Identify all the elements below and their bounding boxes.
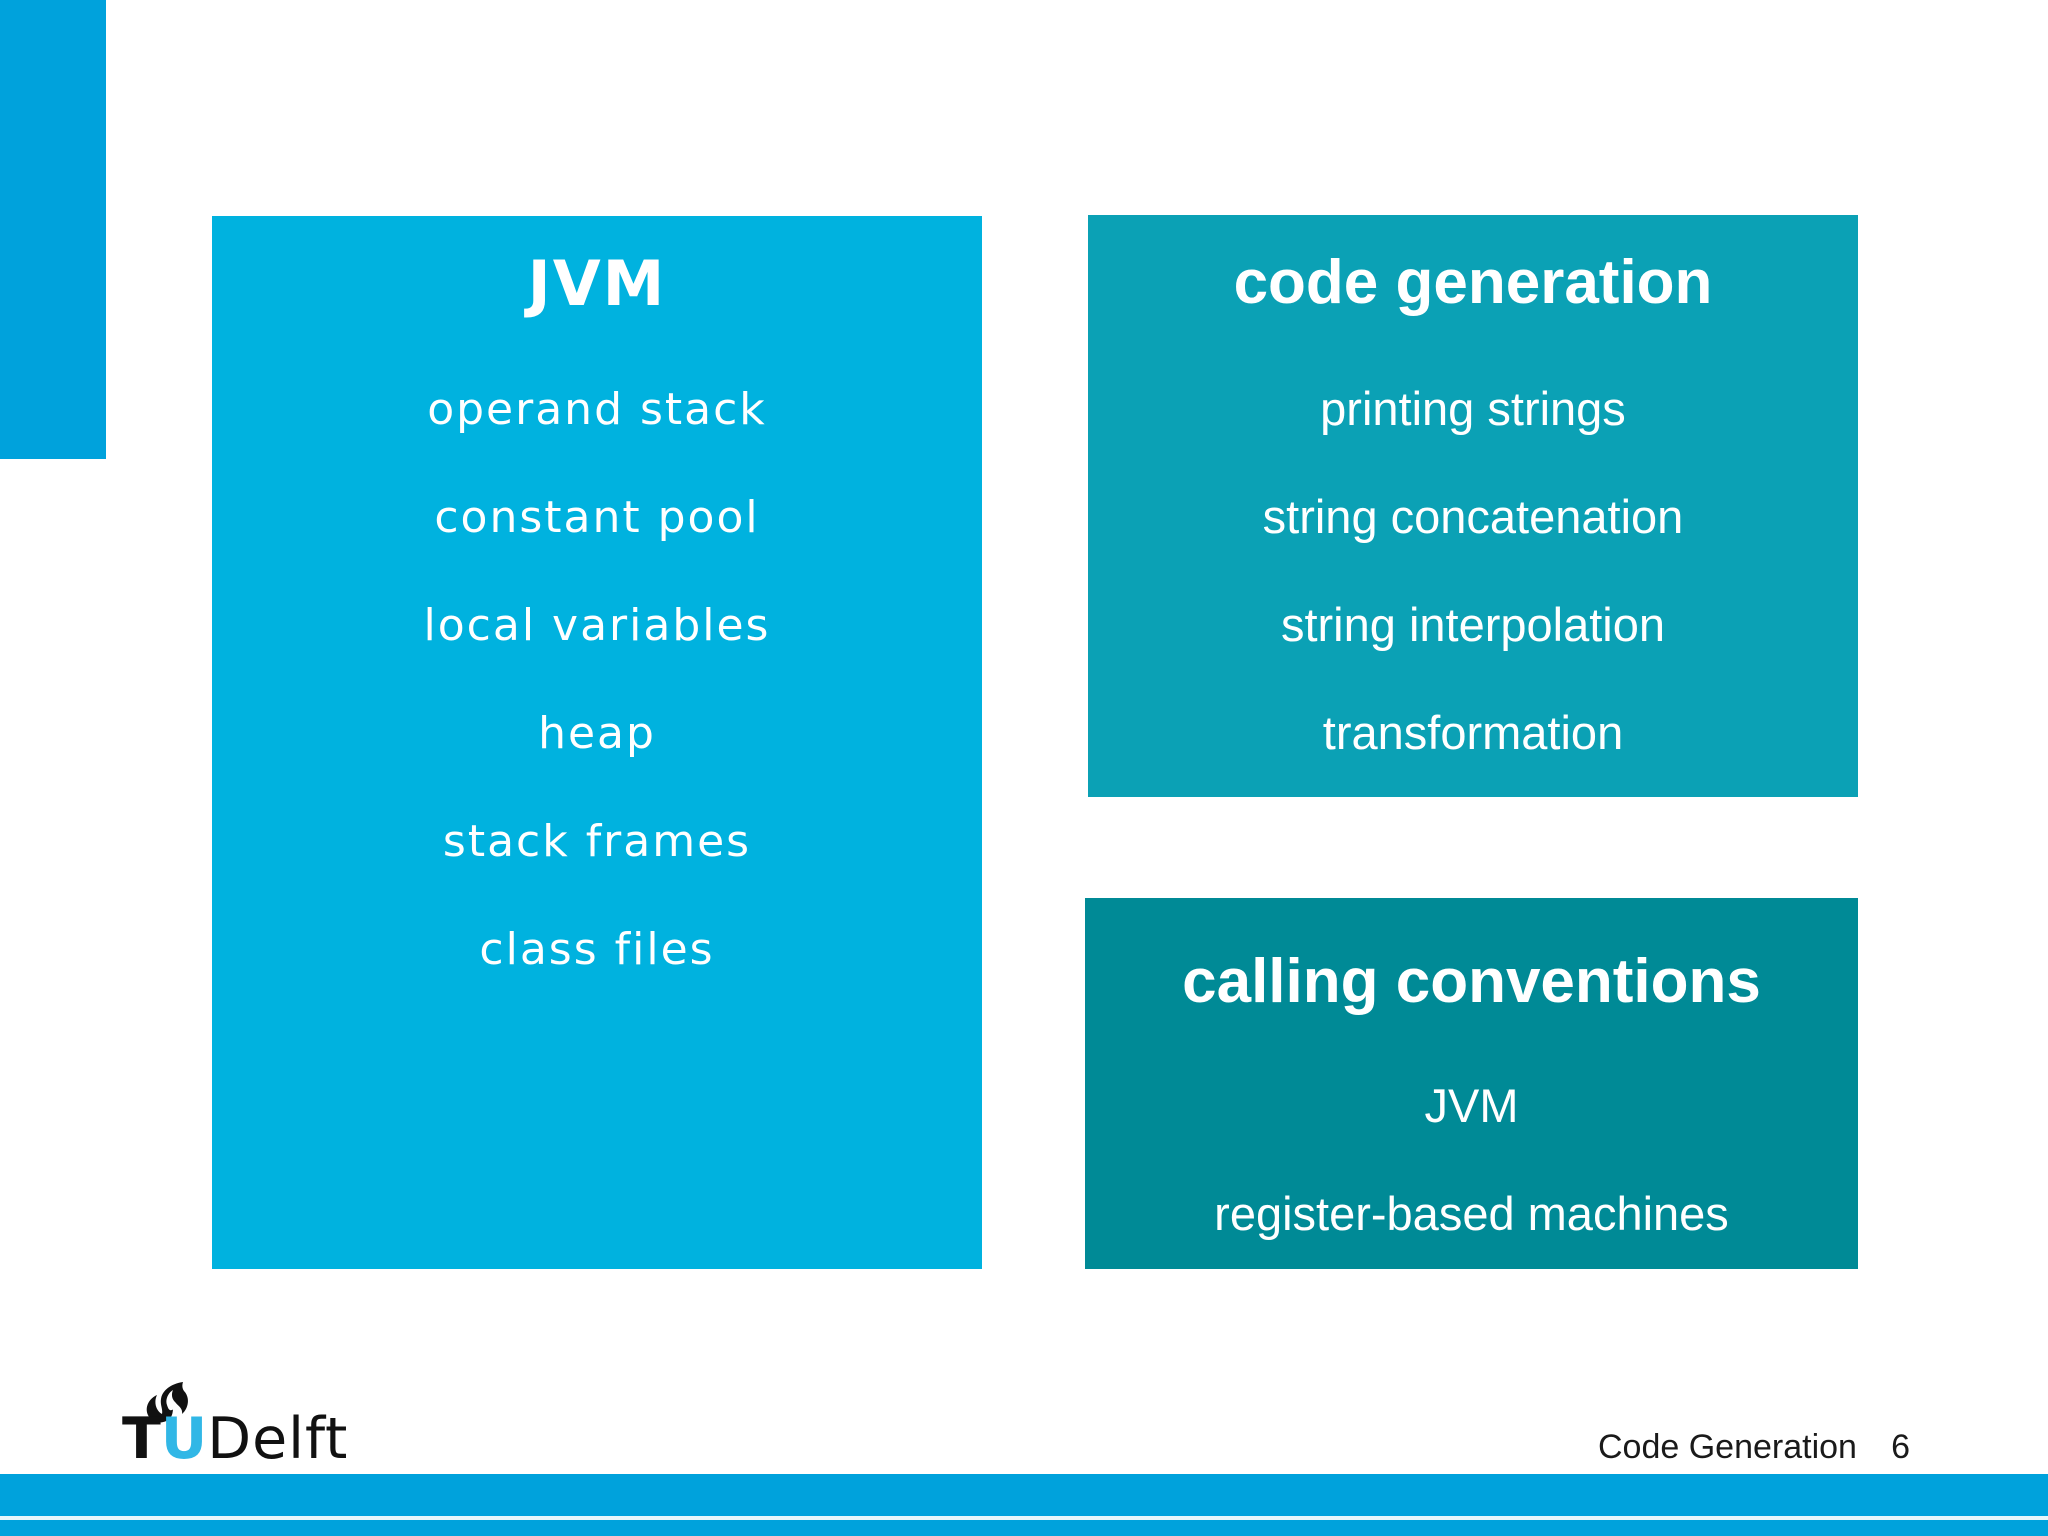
box-item: heap (538, 708, 656, 759)
code-generation-box-title: code generation (1233, 248, 1713, 317)
box-item: string interpolation (1280, 598, 1666, 651)
box-item: local variables (423, 600, 771, 651)
calling-conventions-box-title: calling conventions (1182, 947, 1761, 1016)
calling-conventions-box: calling conventions JVM register-based ma… (1085, 898, 1858, 1269)
box-item: transformation (1322, 706, 1624, 759)
box-item: JVM (1424, 1079, 1519, 1132)
page-number: 6 (1891, 1428, 1910, 1466)
box-item: string concatenation (1262, 490, 1684, 543)
box-item: printing strings (1320, 382, 1626, 435)
tudelft-logo-text: TUDelft (122, 1411, 348, 1468)
box-item: operand stack (427, 384, 767, 435)
jvm-box-title: JVM (527, 247, 667, 320)
box-item: stack frames (442, 816, 752, 867)
logo-wordmark: Delft (207, 1406, 349, 1472)
left-accent-bar (0, 0, 106, 459)
jvm-box-items: operand stack constant pool local variable… (212, 356, 982, 1004)
calling-conventions-box-items: JVM register-based machines (1085, 1052, 1858, 1268)
box-item: register-based machines (1214, 1187, 1729, 1240)
logo-letter-t: T (122, 1406, 161, 1472)
code-generation-box: code generation printing strings string c… (1088, 215, 1858, 797)
tudelft-logo: TUDelft (122, 1382, 382, 1468)
jvm-box: JVM operand stack constant pool local vari… (212, 216, 982, 1269)
box-item: constant pool (434, 492, 760, 543)
footer-title: Code Generation (1598, 1428, 1857, 1466)
logo-letter-u: U (160, 1406, 208, 1472)
footer-bar (0, 1474, 2048, 1536)
code-generation-box-items: printing strings string concatenation stri… (1088, 355, 1858, 787)
footer-caption: Code Generation 6 (1598, 1428, 1910, 1467)
box-item: class files (479, 924, 715, 975)
flame-icon (146, 1382, 188, 1423)
footer-divider-line (0, 1516, 2048, 1520)
